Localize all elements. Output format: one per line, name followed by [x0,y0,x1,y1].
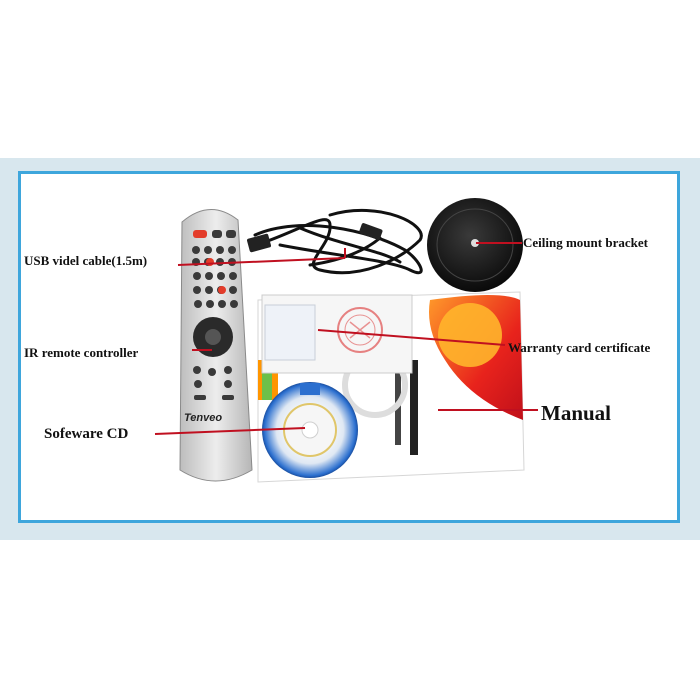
usb-cable-label: USB videl cable(1.5m) [24,253,148,268]
usb-plug [247,233,271,253]
warranty-card [261,294,413,374]
warranty-pointer-line [317,329,506,346]
ceiling-mount-bracket [427,198,523,292]
remote-brand-logo: Tenveo [184,412,223,424]
cd-label: Sofeware CD [44,426,129,442]
manual-label: Manual [541,401,612,425]
ir-remote [179,209,253,482]
warranty-label: Warranty card certificate [508,340,651,355]
software-cd [262,382,358,478]
pointer-lines [154,242,538,435]
mini-usb-plug [359,223,383,240]
cd-pointer-line [154,427,306,435]
ceiling-bracket-label: Ceiling mount bracket [523,235,648,250]
usb-pointer-line [177,257,346,266]
usb-cable [253,208,423,275]
ir-remote-label: IR remote controller [24,345,139,360]
